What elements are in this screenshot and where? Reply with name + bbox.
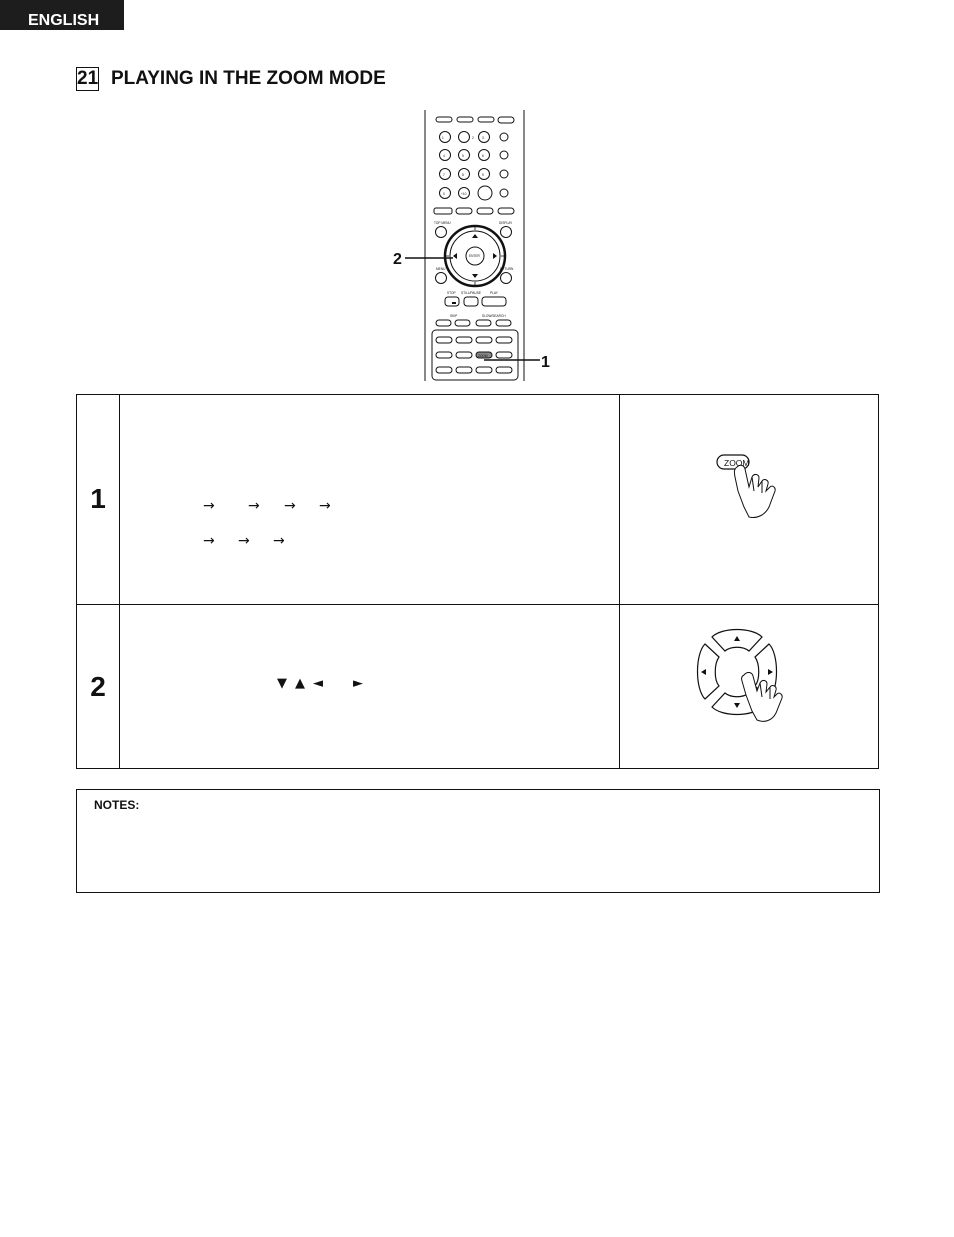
right-triangle-icon: ►: [353, 676, 363, 691]
sequence-arrow: →: [273, 533, 285, 549]
top-menu-label: TOP MENU: [434, 221, 451, 225]
still-pause-label: STILL/PAUSE: [461, 291, 481, 295]
left-key-shape: [696, 643, 720, 700]
notes-box: NOTES:: [76, 789, 880, 893]
key-1-label: 1: [442, 136, 444, 140]
slow-search-label: SLOW/SEARCH: [482, 314, 506, 318]
stop-label: STOP: [447, 291, 456, 295]
sequence-arrow: →: [203, 498, 215, 514]
key-7-label: 7: [443, 173, 445, 177]
column-divider: [619, 395, 620, 768]
key-5-label: 5: [462, 154, 464, 158]
menu-label: MENU: [436, 267, 446, 271]
sequence-arrow: →: [284, 498, 296, 514]
row-divider: [77, 604, 878, 605]
skip-label: SKIP: [450, 314, 457, 318]
sequence-arrow: →: [319, 498, 331, 514]
section-title: PLAYING IN THE ZOOM MODE: [111, 68, 386, 89]
direction-pad-hand-illustration: [696, 628, 783, 722]
key-plus10-label: +10: [461, 192, 467, 196]
callout-1: 1: [541, 354, 550, 371]
key-0-label: 0: [443, 192, 445, 196]
zoom-button-hand-illustration: ZOOM: [716, 454, 776, 518]
step-1-number: 1: [90, 483, 106, 514]
return-label: RETURN: [500, 267, 514, 271]
key-9-label: 9: [482, 173, 484, 177]
key-4-label: 4: [443, 154, 445, 158]
step-2-number: 2: [90, 671, 106, 702]
language-tab: ENGLISH: [0, 0, 124, 30]
zoom-key-label: ZOOM: [478, 354, 488, 358]
sequence-arrow: →: [248, 498, 260, 514]
down-triangle-icon: ▼: [277, 676, 287, 691]
notes-label: NOTES:: [94, 798, 140, 812]
remote-control-illustration: 2 1 3 4 5 6 7 8 9 0 +10 ENTER TOP MENU D…: [393, 110, 550, 381]
play-label: PLAY: [490, 291, 499, 295]
key-2-label: 2: [472, 136, 474, 140]
up-triangle-icon: ▲: [295, 676, 305, 691]
key-8-label: 8: [462, 173, 464, 177]
display-label: DISPLAY: [499, 221, 513, 225]
sequence-arrow: →: [203, 533, 215, 549]
steps-table: 1 2 → → → → → → → ▼ ▲ ◄ ► ZOOM: [76, 394, 879, 769]
zoom-button-label: ZOOM: [724, 458, 750, 468]
left-triangle-icon: ◄: [313, 676, 323, 691]
column-divider: [119, 395, 120, 768]
key-6-label: 6: [482, 154, 484, 158]
callout-2: 2: [393, 251, 402, 268]
enter-label: ENTER: [469, 254, 481, 258]
section-number: 21: [76, 67, 99, 91]
sequence-arrow: →: [238, 533, 250, 549]
key-3-label: 3: [482, 136, 484, 140]
